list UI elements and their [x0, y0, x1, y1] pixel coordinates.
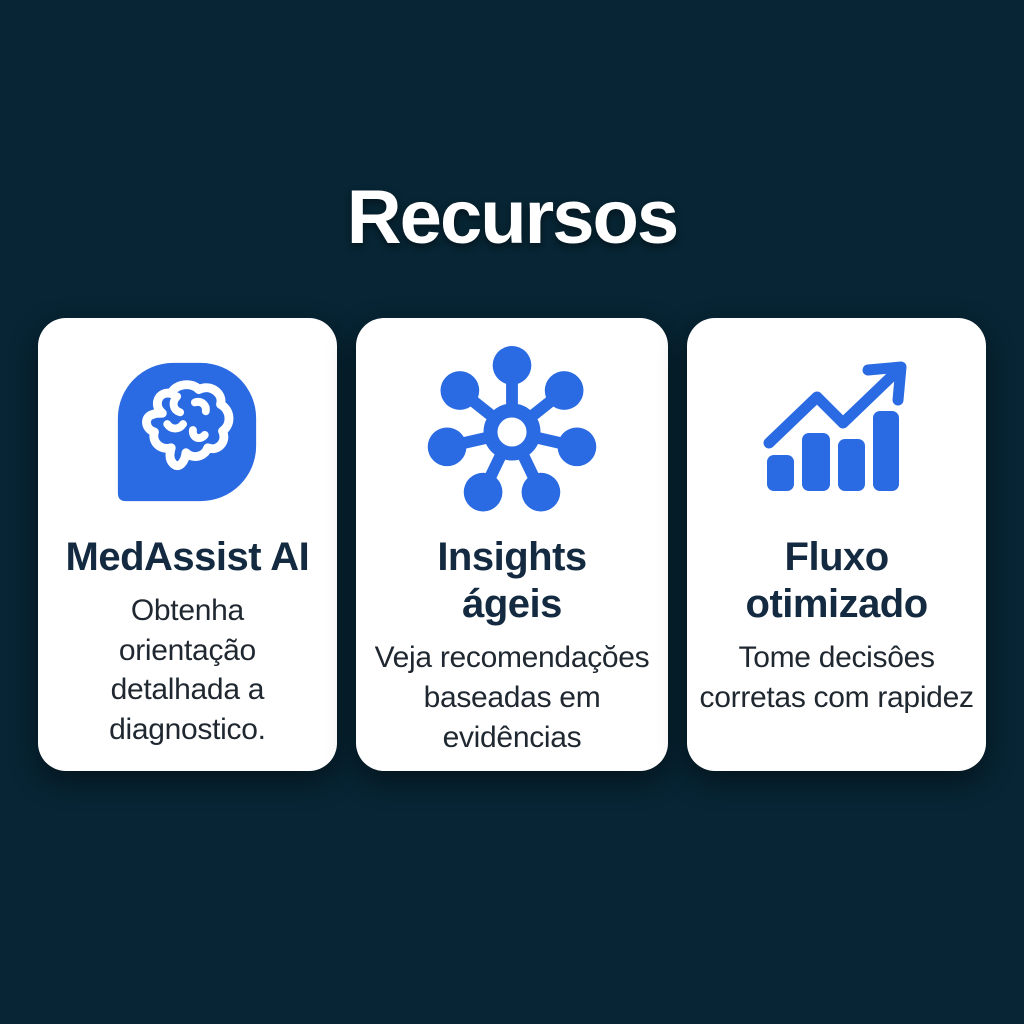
- card-body-line: detalhada a: [110, 673, 265, 707]
- chat-brain-icon: [108, 342, 266, 522]
- card-body-line: baseadas em: [423, 680, 601, 714]
- card-title: MedAssist AI: [66, 534, 310, 581]
- card-title-line: MedAssist AI: [65, 535, 310, 579]
- card-title: Fluxo otimizado: [745, 534, 929, 628]
- card-title-line: Fluxo: [784, 535, 890, 579]
- card-title-line: otimizado: [745, 582, 929, 627]
- feature-card-medassist: MedAssist AI Obtenha orientação detalhad…: [38, 318, 337, 771]
- card-body-line: Veja recomendaçŏes: [374, 641, 650, 675]
- card-body-line: evidências: [442, 720, 582, 754]
- card-title-line: ágeis: [462, 582, 562, 627]
- growth-chart-icon: [755, 342, 919, 522]
- feature-cards-row: MedAssist AI Obtenha orientação detalhad…: [0, 318, 1024, 771]
- card-body-line: Obtenha: [130, 594, 244, 628]
- card-body-line: Tome decisôes: [738, 641, 936, 675]
- card-body-line: corretas com rapidez: [699, 680, 974, 714]
- card-description: Veja recomendaçŏes baseadas em evidência…: [375, 638, 650, 757]
- card-description: Tome decisôes corretas com rapidez: [700, 638, 974, 717]
- card-body-line: orientação: [118, 633, 256, 667]
- feature-card-fluxo: Fluxo otimizado Tome decisôes corretas c…: [687, 318, 986, 771]
- section-heading: Recursos: [346, 175, 679, 260]
- card-body-line: diagnostico.: [109, 712, 266, 746]
- card-title-line: Insights: [437, 535, 587, 579]
- card-description: Obtenha orientação detalhada a diagnosti…: [109, 591, 266, 749]
- network-hub-icon: [426, 342, 598, 522]
- feature-card-insights: Insights ágeis Veja recomendaçŏes basead…: [355, 318, 669, 771]
- card-title: Insights ágeis: [437, 534, 587, 628]
